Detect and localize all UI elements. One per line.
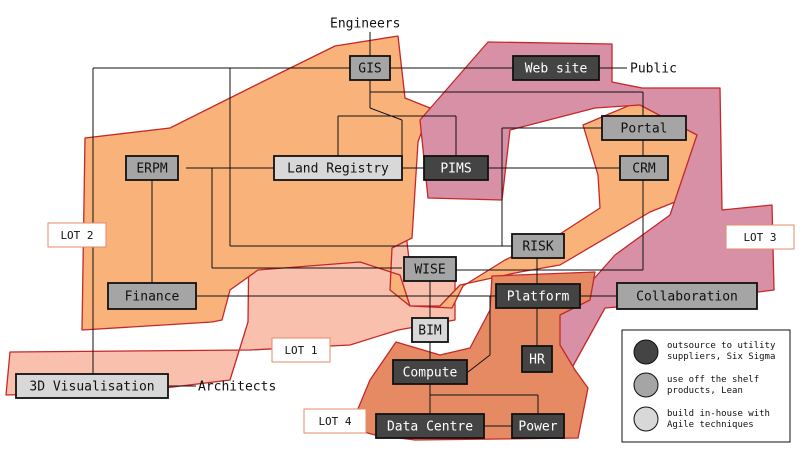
node-data-centre[interactable]: Data Centre (375, 413, 485, 439)
node-label: Data Centre (387, 420, 473, 435)
node-label: WISE (414, 263, 445, 278)
node-collaboration[interactable]: Collaboration (616, 282, 758, 310)
node-website[interactable]: Web site (512, 55, 600, 81)
node-gis[interactable]: GIS (349, 55, 391, 81)
node-crm[interactable]: CRM (619, 155, 669, 181)
node-platform[interactable]: Platform (495, 283, 581, 309)
nodes: GIS Web site Portal ERPM Land Registry P… (15, 55, 758, 439)
node-land-registry[interactable]: Land Registry (273, 155, 403, 181)
node-label: HR (529, 353, 545, 368)
svg-text:LOT 2: LOT 2 (60, 229, 93, 242)
node-label: BIM (418, 324, 442, 339)
node-finance[interactable]: Finance (107, 282, 197, 310)
node-pims[interactable]: PIMS (423, 155, 489, 181)
node-label: 3D Visualisation (29, 380, 154, 395)
legend-item-outsource: outsource to utility suppliers, Six Sigm… (633, 339, 776, 365)
actor-public: Public (630, 62, 677, 77)
legend-swatch-outsource (633, 339, 659, 365)
legend-item-in-house: build in-house with Agile techniques (633, 406, 770, 432)
lot-2-label: LOT 2 (47, 222, 107, 248)
actor-engineers: Engineers (330, 17, 400, 32)
node-compute[interactable]: Compute (392, 359, 468, 385)
node-3d-visualisation[interactable]: 3D Visualisation (15, 373, 169, 399)
node-label: Collaboration (636, 290, 738, 305)
lot-3-label: LOT 3 (725, 224, 795, 250)
node-wise[interactable]: WISE (403, 256, 457, 282)
node-label: ERPM (136, 162, 167, 177)
legend-swatch-in-house (633, 406, 659, 432)
svg-text:Agile techniques: Agile techniques (667, 420, 754, 430)
node-hr[interactable]: HR (521, 345, 553, 373)
svg-text:LOT 4: LOT 4 (318, 415, 351, 428)
svg-text:LOT 1: LOT 1 (284, 344, 317, 357)
lot-1-label: LOT 1 (271, 337, 331, 363)
node-label: PIMS (440, 162, 471, 177)
svg-text:suppliers, Six Sigma: suppliers, Six Sigma (667, 352, 775, 362)
lot-4-region (349, 271, 596, 441)
svg-text:products, Lean: products, Lean (667, 386, 743, 396)
node-label: RISK (522, 240, 553, 255)
node-bim[interactable]: BIM (411, 317, 449, 343)
actor-labels: Engineers Public Architects (198, 17, 677, 395)
node-power[interactable]: Power (511, 413, 565, 439)
node-label: GIS (358, 62, 381, 77)
node-label: Portal (621, 122, 668, 137)
legend-swatch-off-the-shelf (633, 372, 659, 398)
node-erpm[interactable]: ERPM (125, 155, 179, 181)
lot-4-label: LOT 4 (303, 408, 367, 434)
node-risk[interactable]: RISK (511, 233, 565, 259)
node-label: Compute (403, 366, 458, 381)
svg-text:use off the shelf: use off the shelf (667, 375, 759, 385)
node-label: Finance (125, 290, 180, 305)
node-label: Web site (525, 62, 588, 77)
node-label: Land Registry (287, 162, 389, 177)
node-label: Platform (507, 290, 570, 305)
node-label: CRM (632, 162, 656, 177)
svg-text:outsource to utility: outsource to utility (667, 341, 776, 351)
legend-item-off-the-shelf: use off the shelf products, Lean (633, 372, 759, 398)
connections (92, 32, 644, 427)
legend: outsource to utility suppliers, Six Sigm… (621, 329, 791, 443)
node-label: Power (518, 420, 557, 435)
svg-text:LOT 3: LOT 3 (743, 231, 776, 244)
svg-text:build in-house with: build in-house with (667, 409, 770, 419)
actor-architects: Architects (198, 380, 276, 395)
node-portal[interactable]: Portal (601, 115, 687, 141)
lot-labels: LOT 2 LOT 1 LOT 3 LOT 4 (47, 222, 795, 434)
